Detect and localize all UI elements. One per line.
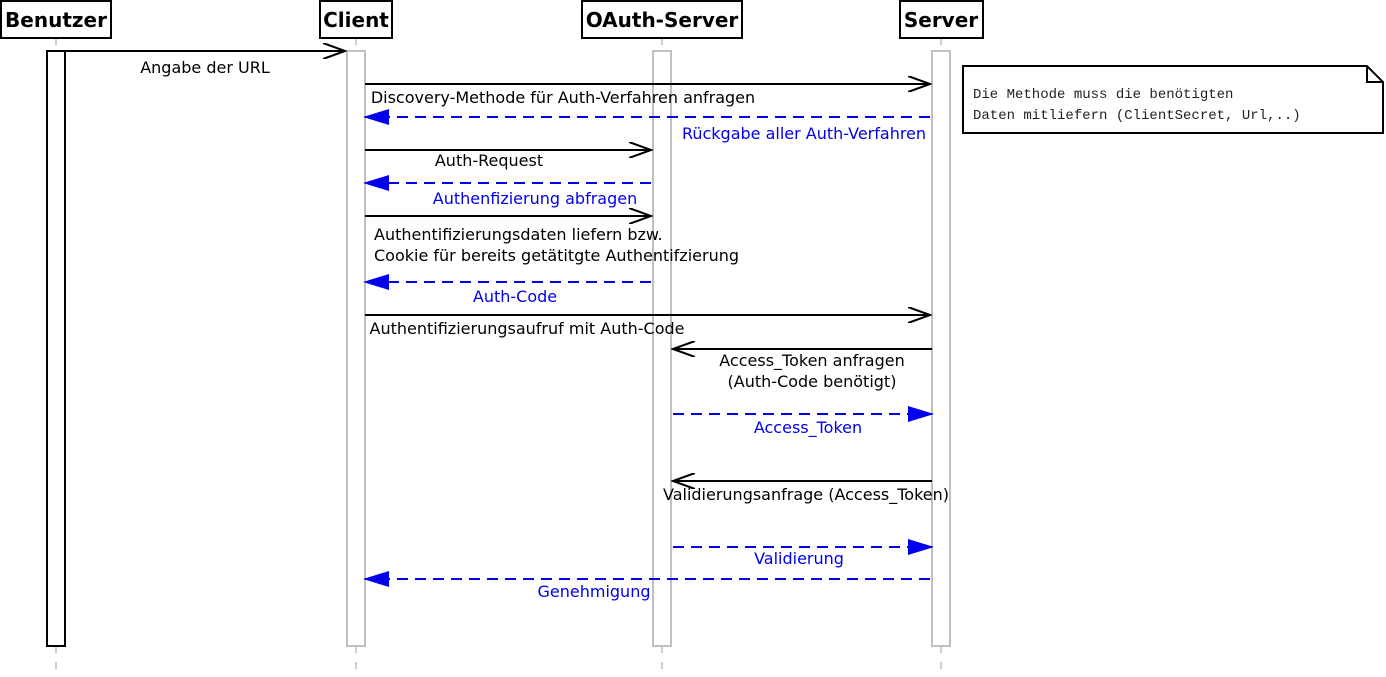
message-genehmigung: Genehmigung bbox=[363, 571, 930, 601]
message-authenfizierung-abfragen: Authenfizierung abfragen bbox=[363, 175, 651, 208]
message-auth-request: Auth-Request bbox=[365, 150, 651, 170]
message-access-token: Access_Token bbox=[673, 406, 934, 438]
participant-benutzer: Benutzer bbox=[0, 0, 112, 39]
message-label: Access_Token bbox=[754, 418, 862, 438]
message-rueckgabe-auth-verfahren: Rückgabe aller Auth-Verfahren bbox=[363, 109, 930, 143]
message-label: (Auth-Code benötigt) bbox=[728, 372, 897, 391]
message-label: Discovery-Methode für Auth-Verfahren anf… bbox=[371, 88, 755, 107]
message-label: Rückgabe aller Auth-Verfahren bbox=[682, 124, 926, 143]
message-label: Validierungsanfrage (Access_Token) bbox=[663, 485, 949, 505]
message-validierung: Validierung bbox=[673, 539, 934, 568]
note: Die Methode muss die benötigten Daten mi… bbox=[962, 65, 1384, 134]
message-access-token-anfragen: Access_Token anfragen (Auth-Code benötig… bbox=[673, 349, 932, 391]
note-fold-icon bbox=[1366, 66, 1383, 83]
participant-oauth-server: OAuth-Server bbox=[581, 0, 743, 39]
message-validierungsanfrage: Validierungsanfrage (Access_Token) bbox=[663, 481, 949, 505]
message-label: Genehmigung bbox=[538, 582, 651, 601]
participant-client: Client bbox=[319, 0, 393, 39]
message-label: Cookie für bereits getätitgte Authentifz… bbox=[374, 246, 739, 265]
message-auth-code: Auth-Code bbox=[363, 274, 651, 306]
message-label: Validierung bbox=[754, 549, 844, 568]
message-label: Authentifizierungsdaten liefern bzw. bbox=[374, 225, 663, 244]
participant-server: Server bbox=[899, 0, 984, 39]
message-authentifizierungsaufruf: Authentifizierungsaufruf mit Auth-Code bbox=[365, 315, 930, 338]
activation-benutzer bbox=[46, 50, 66, 647]
note-line: Daten mitliefern (ClientSecret, Url,..) bbox=[973, 108, 1301, 124]
message-label: Authentifizierungsaufruf mit Auth-Code bbox=[370, 319, 685, 338]
message-discovery: Discovery-Methode für Auth-Verfahren anf… bbox=[365, 84, 930, 107]
participant-label: Server bbox=[904, 8, 978, 32]
participant-label: OAuth-Server bbox=[586, 8, 739, 32]
activation-server bbox=[931, 50, 951, 647]
participant-label: Client bbox=[323, 8, 389, 32]
message-label: Auth-Request bbox=[435, 151, 543, 170]
participant-label: Benutzer bbox=[5, 8, 107, 32]
message-label: Angabe der URL bbox=[140, 58, 270, 77]
note-line: Die Methode muss die benötigten bbox=[973, 87, 1233, 103]
activation-oauth-server bbox=[652, 50, 672, 647]
activation-client bbox=[346, 50, 366, 647]
message-label: Access_Token anfragen bbox=[719, 351, 904, 371]
message-authentifizierungsdaten: Authentifizierungsdaten liefern bzw. Coo… bbox=[365, 216, 739, 265]
message-label: Authenfizierung abfragen bbox=[433, 189, 637, 208]
message-angabe-url: Angabe der URL bbox=[65, 51, 345, 77]
message-label: Auth-Code bbox=[473, 287, 557, 306]
